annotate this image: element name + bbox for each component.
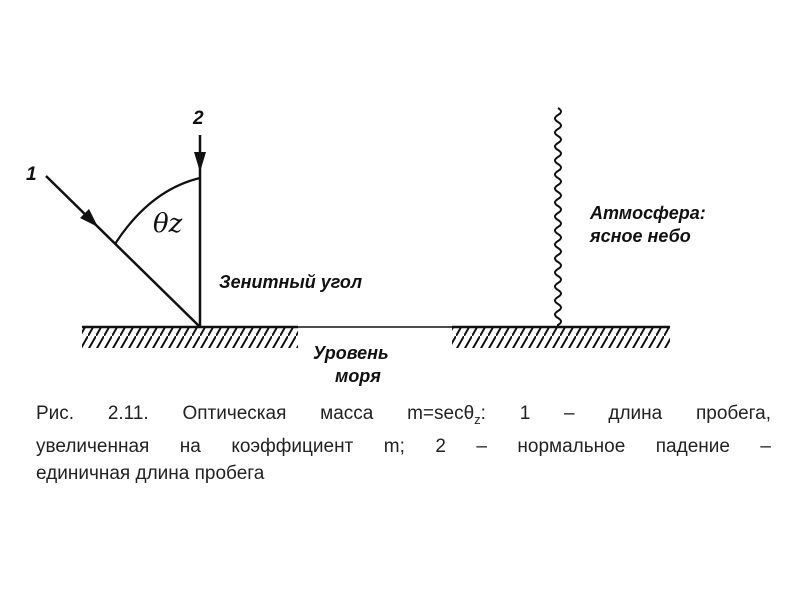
figure-caption: Рис. 2.11. Оптическая масса m=secθz: 1 –… <box>36 400 771 487</box>
zenith-angle-label: Зенитный угол <box>219 272 362 292</box>
ray-2-vertical <box>194 135 206 327</box>
atmosphere-label-line2: ясное небо <box>589 226 691 246</box>
caption-line-1-end: : 1 – длина пробега, <box>480 403 772 424</box>
ray-2-arrowhead <box>194 152 206 172</box>
ground-right <box>452 325 670 348</box>
ray-1-label: 1 <box>26 164 37 185</box>
caption-subscript: z <box>474 411 481 427</box>
sea-level-label-line1: Уровень <box>313 343 389 363</box>
zenith-angle-arc <box>114 176 201 245</box>
angle-label: θz <box>153 209 183 239</box>
caption-line-1-start: Рис. 2.11. Оптическая масса m=secθ <box>36 403 475 424</box>
atmosphere-wavy-line <box>554 107 562 327</box>
sea-level-label-line2: моря <box>335 366 381 386</box>
ray-1-slanted <box>45 175 201 328</box>
atmosphere-label-line1: Атмосфера: <box>589 203 706 223</box>
ray-2-label: 2 <box>192 108 204 129</box>
ground-left <box>82 325 298 348</box>
caption-line-1: Рис. 2.11. Оптическая масса m=secθz: 1 –… <box>36 400 771 433</box>
caption-line-2: увеличенная на коэффициент m; 2 – нормал… <box>36 435 771 457</box>
ray-1-arrowhead <box>80 209 98 227</box>
caption-line-3: единичная длина пробега <box>36 462 265 484</box>
